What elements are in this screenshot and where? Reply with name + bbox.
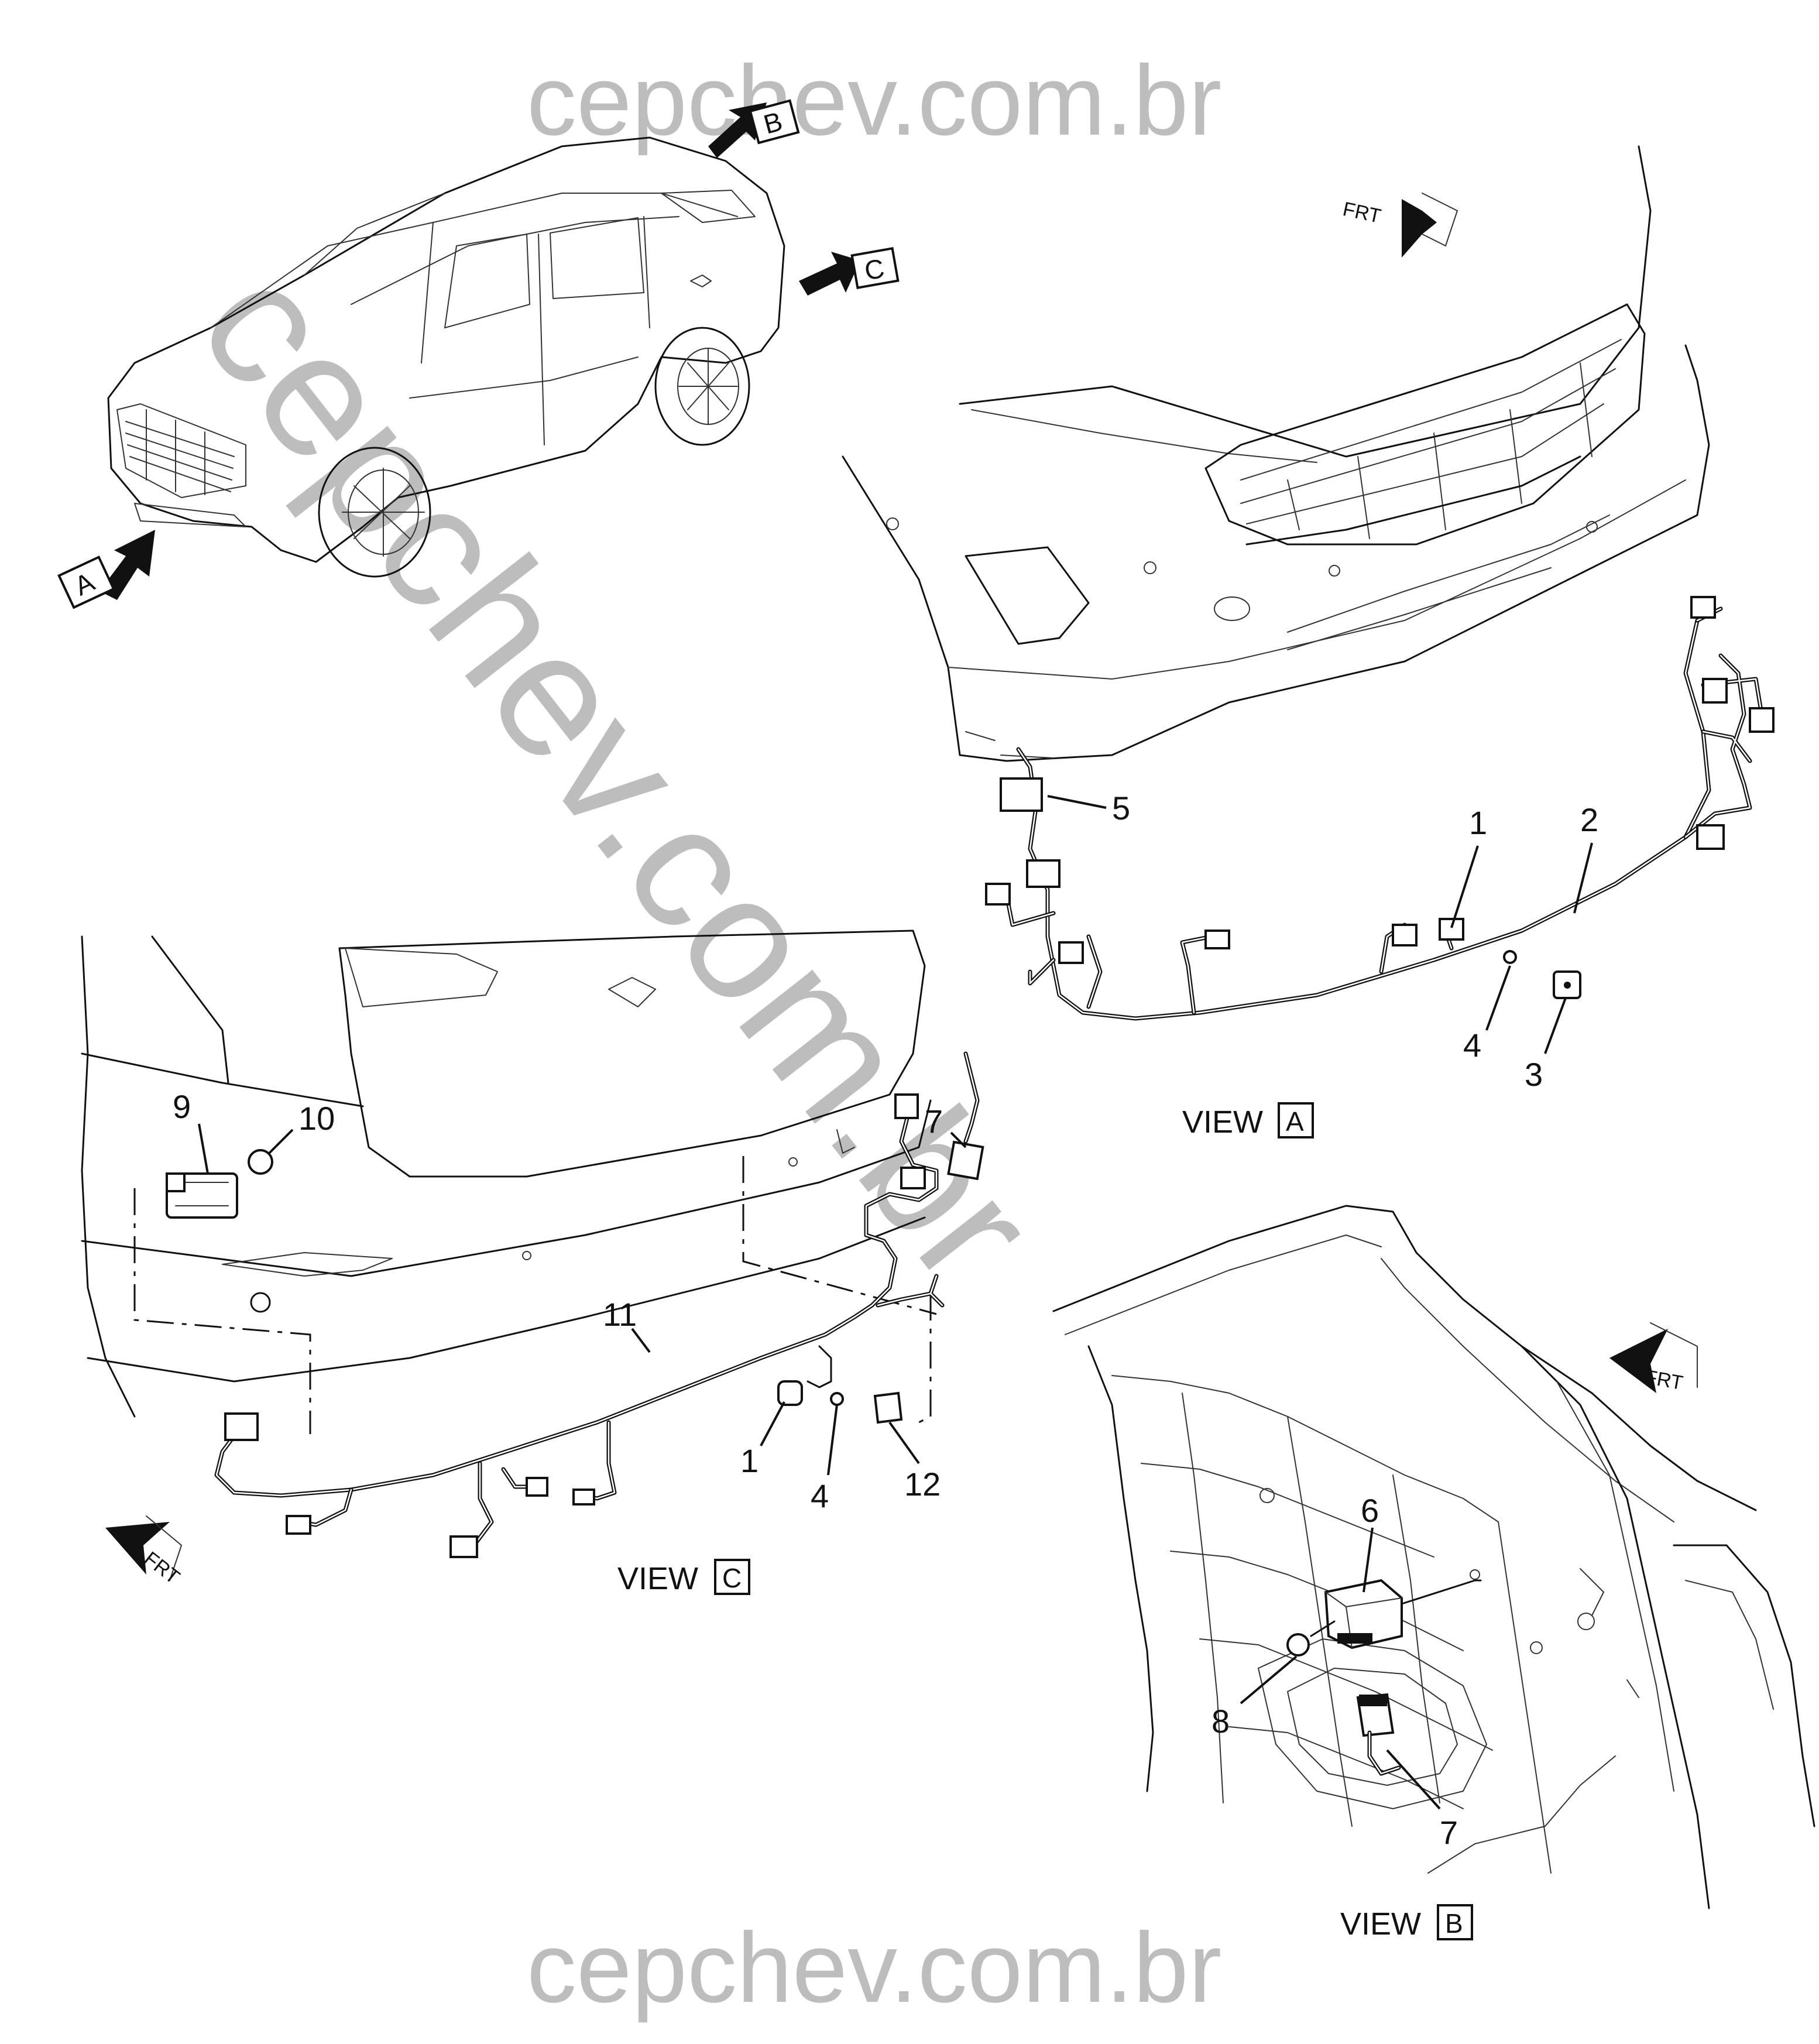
view-c-label: VIEW C [617, 1559, 750, 1596]
frt-label-view-a: FRT [1341, 198, 1383, 228]
callout-6-view-b: 6 [1361, 1492, 1379, 1529]
callout-7-view-b: 7 [1440, 1814, 1458, 1851]
view-a-harness [985, 596, 1775, 1021]
view-a-callouts: 5 1 2 4 3 [1047, 790, 1598, 1093]
vehicle-overview [107, 136, 785, 578]
view-b-label: VIEW B [1340, 1904, 1473, 1942]
arrow-view-c: C [799, 247, 900, 296]
arrow-view-b: B [708, 99, 800, 158]
view-c-harness [166, 1051, 984, 1558]
callout-2-view-a: 2 [1580, 801, 1598, 838]
callout-11-view-c: 11 [603, 1296, 637, 1333]
callout-10-view-c: 10 [298, 1100, 335, 1137]
view-b-frt-arrow: FRT [1609, 1322, 1698, 1394]
watermark-diagonal: cepchev.com.br [163, 230, 1073, 1318]
arrow-view-a: A [57, 530, 155, 609]
frt-label-view-c: FRT [140, 1548, 184, 1589]
view-a-drawing [842, 145, 1710, 762]
view-a-word: VIEW [1182, 1105, 1263, 1140]
view-b-letter: B [1445, 1908, 1463, 1939]
callout-12-view-c: 12 [904, 1466, 941, 1503]
view-a-label: VIEW A [1182, 1102, 1314, 1140]
view-c-drawing [81, 930, 937, 1434]
view-a-letter: A [1286, 1106, 1304, 1137]
watermark-bottom: cepchev.com.br [527, 1912, 1221, 2024]
view-c-callouts: 9 10 7 11 1 4 12 [173, 1088, 967, 1514]
view-b-drawing [1052, 1205, 1815, 1909]
callout-1-view-a: 1 [1469, 804, 1487, 841]
frt-label-view-b: FRT [1643, 1366, 1684, 1394]
callout-5-view-a: 5 [1112, 790, 1130, 826]
callout-7-view-c: 7 [925, 1103, 943, 1140]
view-a-frt-arrow: FRT [1341, 193, 1458, 258]
view-c-letter: C [722, 1563, 742, 1593]
view-b-parts [1286, 1579, 1482, 1776]
callout-4-view-c: 4 [811, 1477, 829, 1514]
view-c-frt-arrow: FRT [105, 1515, 184, 1589]
callout-8-view-b: 8 [1211, 1703, 1230, 1740]
callout-1-view-c: 1 [740, 1442, 759, 1479]
view-c-word: VIEW [617, 1561, 698, 1596]
callout-9-view-c: 9 [173, 1088, 191, 1125]
callout-3-view-a: 3 [1525, 1056, 1543, 1093]
callout-4-view-a: 4 [1463, 1027, 1481, 1064]
view-b-callouts: 6 8 7 [1211, 1492, 1458, 1851]
view-b-word: VIEW [1340, 1906, 1421, 1942]
